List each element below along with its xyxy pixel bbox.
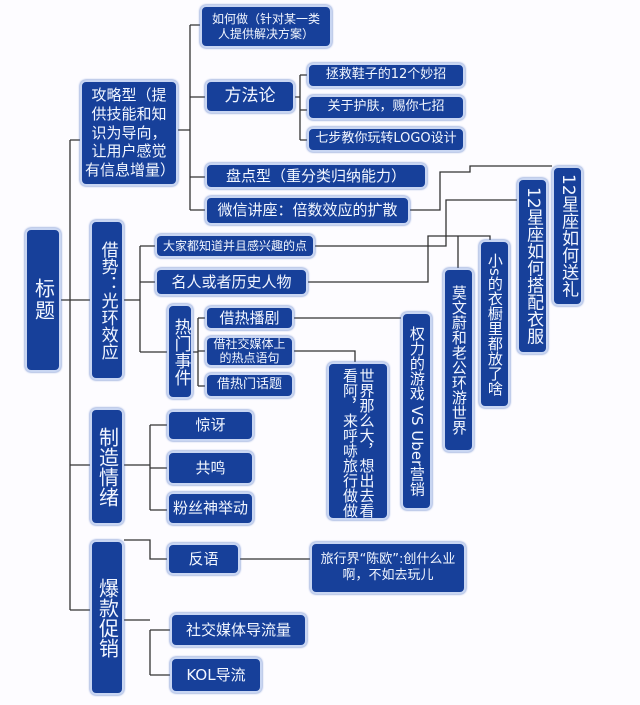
methodology-example: 七步教你玩转LOGO设计: [307, 127, 465, 152]
example-karen-mok: 莫文蔚和老公环游世界: [443, 268, 474, 452]
irony-example: 旅行界“陈欧”:创什么业啊，不如去玩儿: [310, 542, 466, 594]
promotion-item: 社交媒体导流量: [170, 613, 307, 647]
emotion-item: 粉丝神举动: [167, 492, 254, 525]
example-zodiac-gifts: 12星座如何送礼: [552, 166, 583, 306]
root-title: 标题: [25, 228, 61, 372]
node-how-to: 如何做（针对某一类人提供解决方案）: [200, 5, 332, 48]
branch-strategy: 攻略型（提供技能和知识为导向，让用户感觉有信息增量）: [80, 80, 178, 186]
node-inventory: 盘点型（重分类归纳能力）: [205, 163, 427, 189]
example-got-uber: 权力的游戏 VS Uber营销: [401, 312, 432, 510]
emotion-item: 惊讶: [167, 410, 254, 441]
promotion-item: KOL导流: [170, 657, 262, 693]
node-known-points: 大家都知道并且感兴趣的点: [155, 234, 315, 258]
branch-momentum: 借势：光环效应: [90, 220, 124, 380]
hot-event-item: 借热播剧: [205, 306, 294, 330]
node-wechat-lecture: 微信讲座：倍数效应的扩散: [205, 196, 410, 225]
node-hot-events: 热门事件: [167, 304, 193, 399]
node-methodology: 方法论: [205, 80, 295, 113]
hot-event-item: 借热门话题: [205, 373, 294, 398]
example-travel: 世界那么大，想出去看看阿，来呼哧旅行做做: [327, 362, 389, 520]
methodology-example: 拯救鞋子的12个妙招: [307, 63, 465, 88]
emotion-item: 共鸣: [167, 451, 254, 485]
methodology-example: 关于护肤，赐你七招: [307, 95, 465, 120]
example-xiao-s: 小s的衣橱里都放了啥: [479, 240, 510, 408]
branch-emotion: 制造情绪: [90, 408, 124, 525]
emotion-item: 反语: [167, 543, 240, 575]
node-celebrities: 名人或者历史人物: [155, 268, 308, 296]
hot-event-item: 借社交媒体上的热点语句: [205, 336, 294, 367]
branch-promotion: 爆款促销: [90, 540, 124, 695]
example-zodiac-clothes: 12星座如何搭配衣服: [517, 178, 548, 354]
